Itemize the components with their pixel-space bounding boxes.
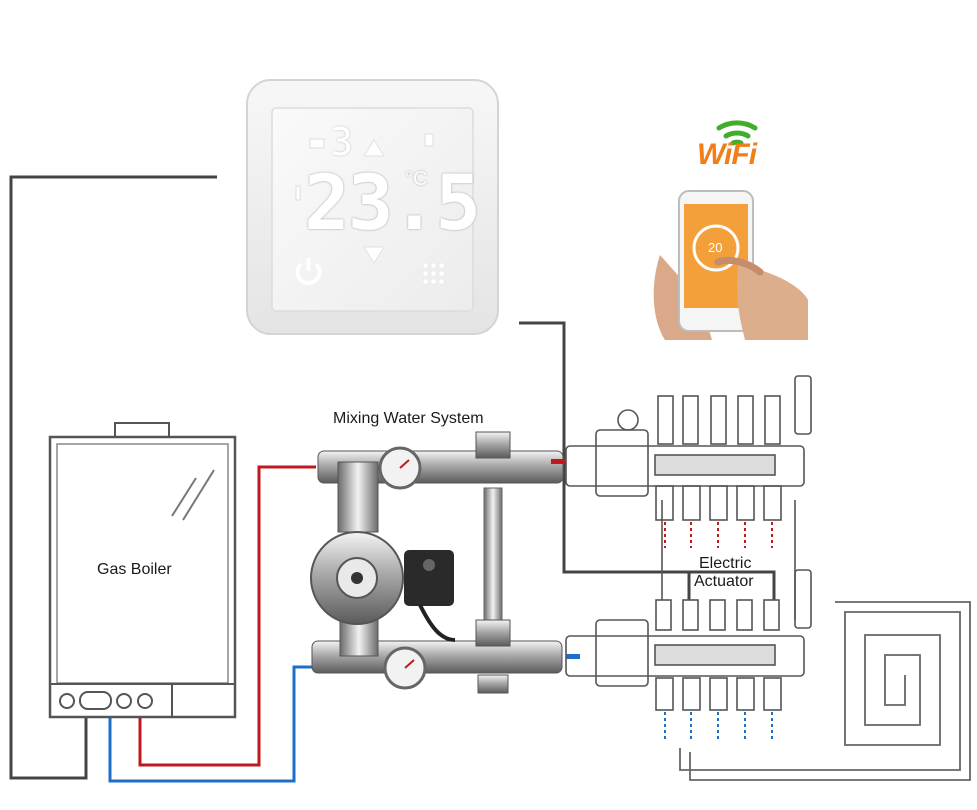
menu-grid-icon [422,262,445,285]
phone-temperature: 20 [708,240,723,255]
wifi-text: WiFi [697,138,757,171]
thermostat-temperature: 23.5 [304,158,481,247]
down-arrow-icon [363,246,385,264]
manifold-top-flow-indicators [664,522,773,548]
manifold [565,375,812,687]
pressure-gauge-top [378,446,422,490]
electric-actuator-label-line1: Electric [699,555,752,572]
electric-actuators [655,599,780,631]
pressure-gauge-bottom [383,646,427,690]
circulation-pump [310,531,456,642]
gas-boiler-label: Gas Boiler [97,561,172,578]
actuator-bus-wire [689,570,776,612]
flow-arrow-red [551,459,565,464]
gas-boiler [48,422,237,719]
underfloor-heating-loop [679,601,971,781]
manifold-bottom-outlets [655,677,782,711]
mixing-station [310,431,580,694]
control-wires [9,175,776,780]
power-icon [295,258,322,286]
thermostat-unit: °C [405,168,428,190]
thermostat-program-number: 3 [330,120,353,164]
wifi-logo [716,120,758,146]
flow-arrow-blue [566,654,580,659]
return-pipe [108,665,312,783]
thermostat [246,79,499,335]
thermostat-to-boiler-wire [9,175,217,780]
mixing-system-label: Mixing Water System [333,410,484,427]
manifold-bottom-flow-indicators [664,712,773,742]
smartphone [653,190,808,340]
small-status-icons [295,133,434,201]
electric-actuator-label-line2: Actuator [694,573,754,590]
boiler-controls [59,691,153,710]
manifold-top-outlets [655,395,782,521]
up-arrow-icon [363,139,385,157]
supply-pipe [138,465,316,767]
thermostat-to-actuator-wire [519,321,689,574]
